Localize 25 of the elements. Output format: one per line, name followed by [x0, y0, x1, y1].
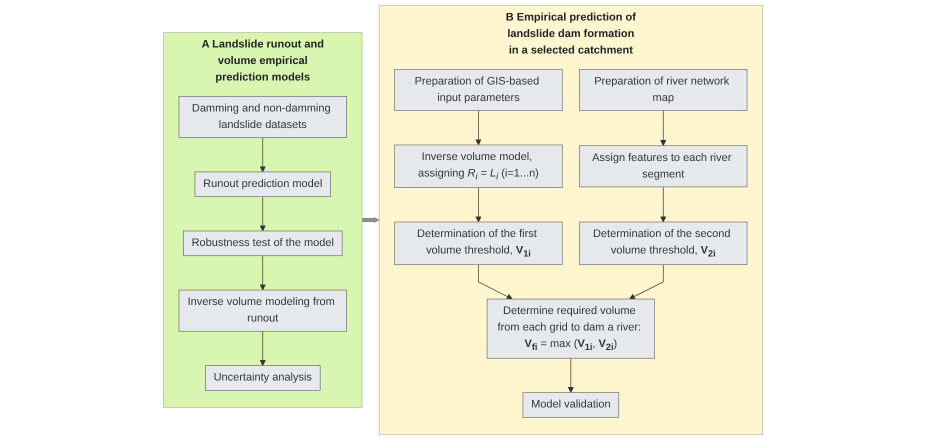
node-box: Assign features to each river segment — [579, 145, 748, 188]
arrow — [660, 110, 666, 146]
arrow — [629, 264, 664, 300]
arrow — [260, 255, 266, 290]
arrow — [260, 196, 266, 232]
arrow — [660, 186, 666, 222]
arrow — [478, 264, 513, 300]
node-box: Determination of the first volume threshold, V$_{1i}$ — [394, 222, 563, 266]
node-box: Determination of the second volume threshold, V$_{2i}$ — [579, 222, 748, 266]
node-box: Preparation of river network map — [579, 69, 748, 111]
arrow — [260, 137, 266, 172]
arrow — [568, 358, 574, 393]
arrow — [475, 110, 482, 146]
node-box: Preparation of GIS-based input parameters — [394, 69, 563, 111]
node-box: Model validation — [522, 392, 620, 418]
node-box: Determine required volume from each grid to dam a river: V$_{fi}$ = max (V$_{1i}$, V$_{2i}$) — [486, 298, 655, 359]
node-box: Robustness test of the model — [182, 230, 343, 256]
arrow — [475, 187, 482, 222]
node-box: Uncertainty analysis — [205, 365, 321, 391]
arrow — [260, 330, 266, 366]
node-box: Runout prediction model — [194, 172, 331, 197]
arrow — [362, 216, 380, 224]
node-box: Damming and non-damming landslide datasets — [178, 96, 347, 138]
node-box: Inverse volume model, assigning R$_{i}$ = L$_{i}$ (i=1...n) — [394, 144, 563, 188]
node-box: Inverse volume modeling from runout — [178, 290, 347, 332]
